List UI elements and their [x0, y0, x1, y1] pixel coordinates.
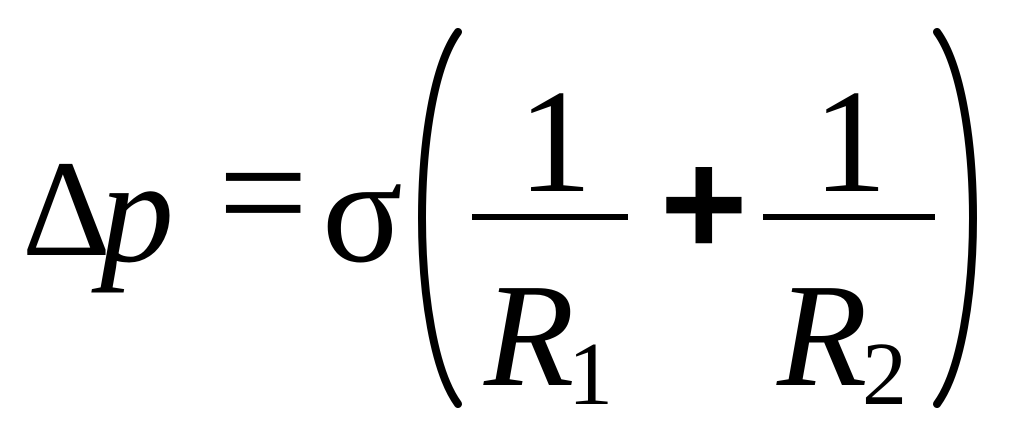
fraction-1-numerator: 1: [518, 60, 592, 224]
fraction-2-denominator-variable: R: [777, 254, 868, 418]
equals-sign: =: [218, 103, 309, 281]
fraction-1-bar: [472, 214, 628, 220]
fraction-2-denominator-subscript: 2: [862, 325, 907, 424]
fraction-2-bar: [763, 214, 935, 220]
pressure-variable: p: [100, 130, 174, 294]
fraction-2-numerator: 1: [813, 60, 887, 224]
fraction-1-denominator-subscript: 1: [568, 325, 613, 424]
sigma-symbol: σ: [322, 128, 403, 294]
right-parenthesis: [933, 28, 977, 408]
plus-sign: +: [660, 119, 748, 287]
left-parenthesis: [418, 28, 462, 408]
delta-symbol: Δ: [22, 132, 111, 285]
fraction-1-denominator-variable: R: [484, 254, 575, 418]
